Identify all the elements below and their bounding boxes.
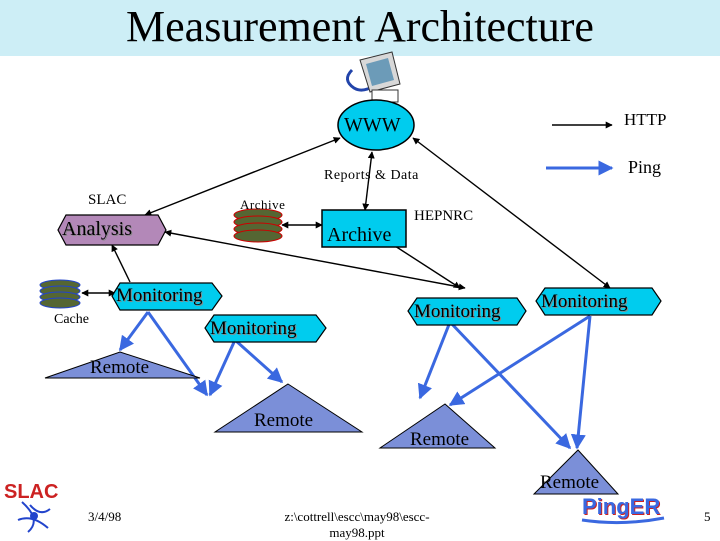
footer-date: 3/4/98 [88,509,122,524]
monitoring-slac-label: Monitoring [116,285,203,306]
page-number: 5 [704,509,711,524]
monitoring-right-shape [535,287,662,316]
remote-right-label: Remote [540,472,600,493]
monitoring-mid-label: Monitoring [210,318,297,339]
monitoring-hep-shape [407,297,527,326]
slac-label: SLAC [88,192,127,208]
ping-link-6 [448,320,572,450]
ping-link-5 [417,321,452,400]
monitoring-slac-shape [111,282,223,311]
ping-link-4 [208,339,237,397]
pinger-logo: PingER [582,494,661,519]
http-link-www-monitoring-right [412,137,611,289]
computer-icon [346,51,401,103]
reports-data-label: Reports & Data [324,168,419,183]
pinger-logo-swoosh [581,516,665,525]
ping-link-3 [234,338,284,384]
analysis-node-shape [57,214,167,246]
ping-link-1 [118,311,150,352]
page-title: Measurement Architecture [126,2,594,51]
www-node-shape [337,99,415,151]
http-link-analysis-www [144,137,341,216]
http-link-archive-www [362,151,375,211]
slac-logo: SLAC [4,481,59,503]
remote-right-shape [532,449,620,495]
http-link-archive-monitoring-hep [394,245,461,289]
remote-mid-shape [213,383,364,433]
monitoring-mid-shape [204,314,327,343]
analysis-label: Analysis [62,218,132,240]
www-label: WWW [344,114,401,136]
slac-logo-graphic [17,501,51,533]
http-link-monitoring-analysis [111,244,131,283]
disk-stack-icon [233,208,283,243]
archive-label: Archive [327,224,392,246]
remote-center-shape [378,403,497,449]
footer-file-path: z:\cottrell\escc\may98\escc-may98.ppt [284,509,430,540]
remote-mid-label: Remote [254,410,314,431]
title-bar [0,0,720,56]
ping-link-8 [448,314,591,407]
archive-node-shape [321,209,407,248]
legend-http-label: HTTP [624,110,667,129]
monitoring-hep-label: Monitoring [414,301,501,322]
ping-link-7 [570,315,592,450]
legend-ping-label: Ping [628,157,662,177]
archive-small-label: Archive [240,197,286,212]
hepnrc-label: HEPNRC [414,208,474,224]
ping-links [118,311,592,450]
disk-stack-icon [39,279,81,309]
ping-link-2 [146,311,209,397]
remote-left-label: Remote [90,357,150,378]
remote-center-label: Remote [410,429,470,450]
remote-left-shape [44,351,201,379]
cache-label: Cache [54,312,89,327]
http-links [81,137,611,297]
monitoring-right-label: Monitoring [541,291,628,312]
http-link-analysis-monitoring-hep [164,229,466,291]
